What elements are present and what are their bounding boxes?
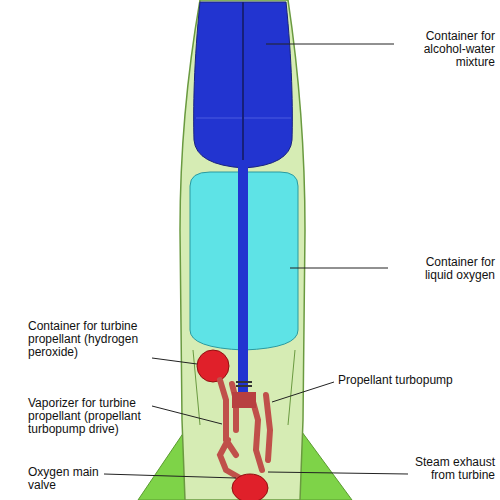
leader-line <box>268 472 408 474</box>
callout-label: Propellant turbopump <box>338 374 496 387</box>
callout-label: Container for liquid oxygen <box>395 256 495 282</box>
combustion-chamber <box>232 474 268 500</box>
leader-line <box>104 474 236 478</box>
valves <box>236 382 252 386</box>
callout-label: Oxygen main valve <box>28 466 104 492</box>
callout-label: Container for alcohol-water mixture <box>403 30 495 69</box>
turbopump <box>232 392 256 408</box>
fuel-pipe <box>238 160 248 400</box>
propellant-pipes <box>220 380 270 478</box>
leader-lines <box>104 44 408 478</box>
inner-wall <box>193 350 295 425</box>
rocket-body <box>180 0 305 500</box>
callout-label: Steam exhaust from turbine <box>412 456 495 482</box>
peroxide-tank <box>197 350 229 382</box>
tank-axis <box>242 2 244 166</box>
callout-label: Container for turbine propellant (hydrog… <box>28 320 153 359</box>
leader-line <box>266 44 394 45</box>
leader-line <box>290 268 388 269</box>
callout-label: Vaporizer for turbine propellant (propel… <box>28 397 163 436</box>
alcohol-tank <box>194 2 293 168</box>
leader-line <box>152 358 197 364</box>
leader-line <box>152 406 222 424</box>
leader-line <box>272 382 334 402</box>
